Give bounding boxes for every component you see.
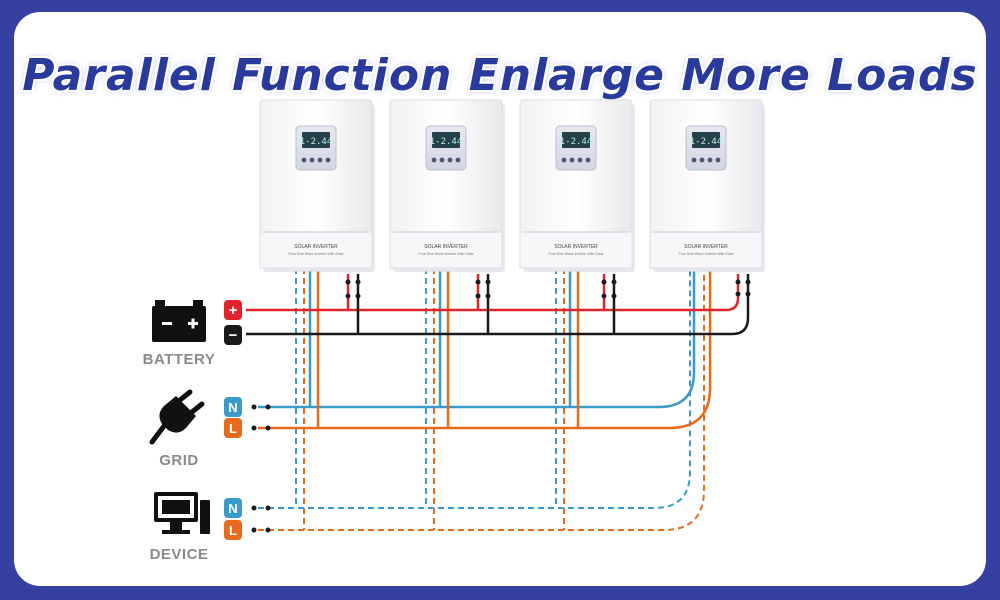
battery-wires [246, 274, 750, 336]
lcd-readout: 1-2.44 [690, 137, 723, 147]
inverter-sublabel: Pure Sine Wave Inverter With Solar [678, 252, 734, 256]
inverter-label: SOLAR INVERTER [294, 244, 338, 250]
device-l-terminal: L [224, 520, 242, 540]
grid-n-wire [258, 268, 696, 409]
lcd-screen [562, 132, 590, 148]
battery-positive-wire [246, 274, 740, 312]
panel-button [439, 157, 445, 163]
panel-button [447, 157, 453, 163]
svg-text:L: L [229, 523, 237, 538]
device-output-wires [258, 268, 705, 531]
plug-icon [149, 389, 205, 445]
panel-button [691, 157, 697, 163]
panel-button [585, 157, 591, 163]
panel-button [707, 157, 713, 163]
panel-button [317, 157, 323, 163]
inverter-sublabel: Pure Sine Wave Inverter With Solar [548, 252, 604, 256]
panel-button [699, 157, 705, 163]
panel-button [455, 157, 461, 163]
panel-button [715, 157, 721, 163]
battery-label: BATTERY [142, 351, 216, 368]
grid-l-terminal: L [224, 418, 242, 438]
battery-icon [152, 300, 206, 342]
device-label: DEVICE [149, 546, 209, 563]
grid-input-wires [258, 268, 712, 430]
lcd-screen [692, 132, 720, 148]
panel-button [309, 157, 315, 163]
svg-text:−: − [229, 327, 238, 344]
panel-button [577, 157, 583, 163]
device-n-terminal: N [224, 498, 242, 518]
lcd-readout: 1-2.44 [430, 137, 463, 147]
page-title: Parallel Function Enlarge More Loads [22, 50, 978, 101]
grid-label: GRID [159, 452, 199, 469]
svg-text:N: N [228, 501, 237, 516]
panel-button [569, 157, 575, 163]
source-breakers [251, 404, 271, 533]
battery-positive-terminal: + [224, 300, 242, 320]
inverter-sublabel: Pure Sine Wave Inverter With Solar [418, 252, 474, 256]
battery-negative-wire [246, 274, 750, 336]
diagram-frame: Parallel Function Enlarge More Loads [14, 12, 986, 586]
inverter-label: SOLAR INVERTER [554, 244, 598, 250]
inverter-label: SOLAR INVERTER [424, 244, 468, 250]
lcd-screen [302, 132, 330, 148]
device-l-wire [258, 268, 705, 531]
lcd-readout: 1-2.44 [300, 137, 333, 147]
grid-n-terminal: N [224, 397, 242, 417]
panel-button [561, 157, 567, 163]
lcd-screen [432, 132, 460, 148]
svg-text:N: N [228, 400, 237, 415]
computer-icon [154, 492, 210, 534]
battery-negative-terminal: − [224, 325, 242, 345]
svg-text:L: L [229, 421, 237, 436]
panel-button [325, 157, 331, 163]
lcd-readout: 1-2.44 [560, 137, 593, 147]
panel-button [301, 157, 307, 163]
inverter-label: SOLAR INVERTER [684, 244, 728, 250]
device-n-wire [258, 268, 691, 509]
inverter-sublabel: Pure Sine Wave Inverter With Solar [288, 252, 344, 256]
battery-breakers [345, 279, 751, 299]
svg-text:+: + [229, 302, 238, 319]
panel-button [431, 157, 437, 163]
grid-l-wire [258, 268, 712, 430]
